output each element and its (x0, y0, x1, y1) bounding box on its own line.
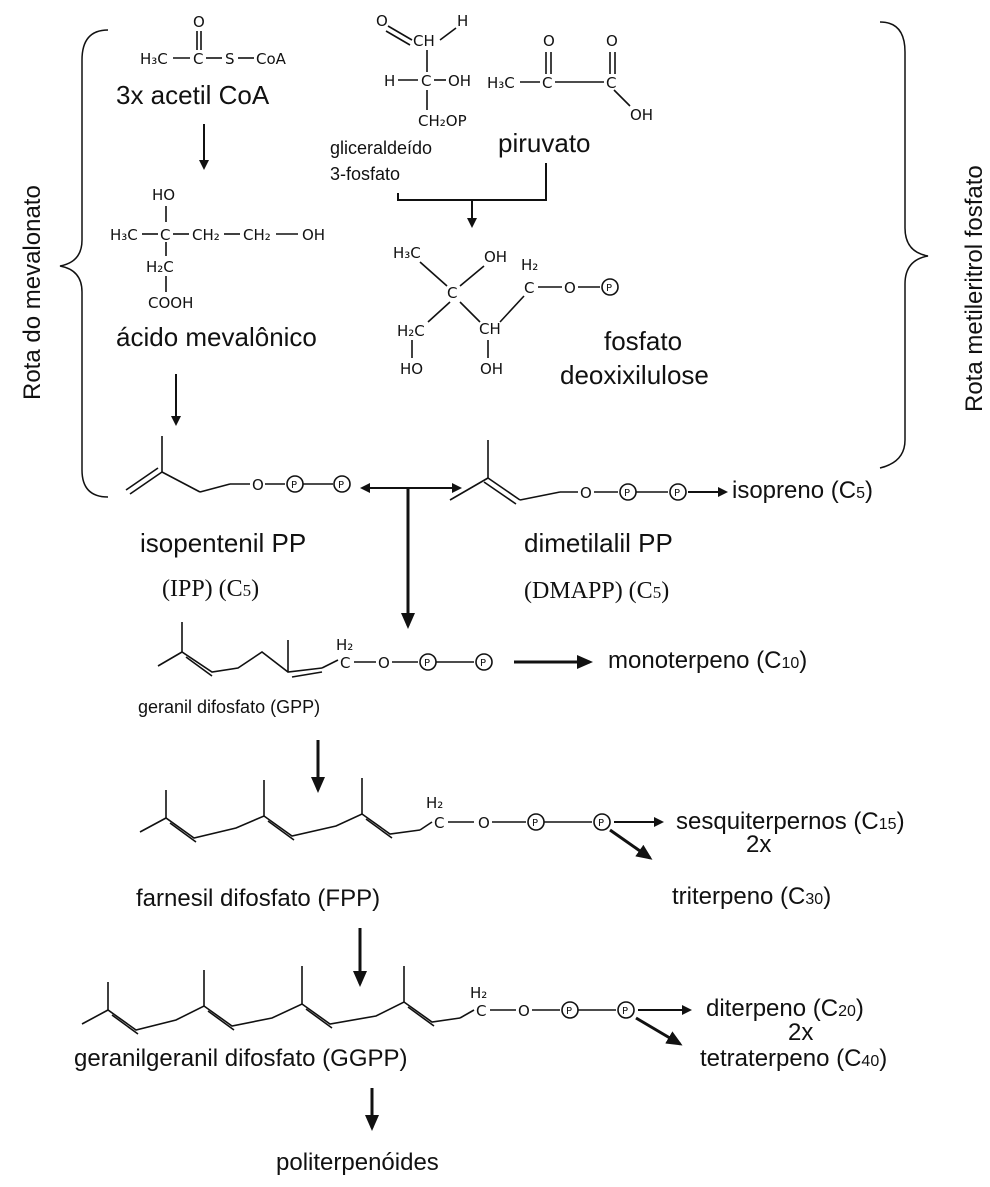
mevalonic-acid-label: ácido mevalônico (116, 322, 317, 352)
svg-text:H: H (457, 12, 468, 30)
sesquiterpene-label: sesquiterpernos (C15) (676, 808, 905, 835)
svg-text:P: P (624, 488, 630, 499)
svg-text:O: O (252, 476, 264, 494)
two-x-label-2: 2x (788, 1019, 813, 1046)
svg-text:HO: HO (400, 360, 423, 378)
svg-text:O: O (543, 32, 555, 50)
two-x-label-1: 2x (746, 831, 771, 858)
svg-text:P: P (606, 283, 612, 294)
mevalonic-acid-structure: HO H₃C C CH₂ CH₂ OH H₂C COOH (110, 186, 325, 312)
svg-text:P: P (566, 1006, 572, 1017)
svg-text:O: O (564, 279, 576, 297)
svg-text:P: P (291, 480, 297, 491)
svg-text:H₃C: H₃C (393, 244, 421, 262)
svg-text:C: C (542, 74, 552, 92)
svg-text:P: P (674, 488, 680, 499)
svg-text:O: O (478, 814, 490, 832)
svg-text:H₃C: H₃C (110, 226, 138, 244)
ggpp-label: geranilgeranil difosfato (GGPP) (74, 1045, 408, 1072)
acetyl-coa-label: 3x acetil CoA (116, 80, 270, 110)
pyruvate-structure: O O H₃C C C OH (487, 32, 653, 124)
svg-text:P: P (424, 658, 430, 669)
isoprene-label: isopreno (C5) (732, 477, 873, 504)
svg-text:C: C (421, 72, 431, 90)
gpp-label: geranil difosfato (GPP) (138, 697, 320, 717)
svg-text:O: O (193, 13, 205, 31)
ipp-structure: O P P (125, 436, 351, 495)
svg-text:CH₂OP: CH₂OP (418, 112, 467, 130)
dxp-label-line2: deoxixilulose (560, 360, 709, 390)
svg-text:C: C (340, 654, 350, 672)
ggpp-structure: H₂ C O P P (81, 966, 692, 1046)
svg-text:P: P (480, 658, 486, 669)
dmapp-abbr: (DMAPP) (C5) (524, 578, 669, 604)
left-brace (59, 29, 109, 498)
politerpenoides-label: politerpenóides (276, 1149, 439, 1176)
glyceraldehyde-label-line1: gliceraldeído (330, 138, 432, 158)
right-side-label: Rota metileritrol fosfato (961, 165, 988, 412)
pyruvate-label: piruvato (498, 128, 591, 158)
svg-text:H₂: H₂ (336, 636, 353, 654)
dxp-structure: H₃C OH C H₂C HO CH OH H₂ C O P (393, 244, 619, 378)
left-side-label: Rota do mevalonato (19, 185, 46, 400)
svg-text:CH₂: CH₂ (243, 226, 271, 244)
svg-text:P: P (622, 1006, 628, 1017)
glyceraldehyde-label-line2: 3-fosfato (330, 164, 400, 184)
ipp-dmapp-isomerization-arrow (360, 483, 462, 629)
svg-text:P: P (532, 818, 538, 829)
dmapp-label: dimetilalil PP (524, 528, 673, 558)
monoterpene-label: monoterpeno (C10) (608, 647, 807, 674)
glyceraldehyde-structure: O CH H H C OH CH₂OP (376, 12, 471, 130)
tetraterpene-label: tetraterpeno (C40) (700, 1045, 887, 1072)
svg-text:H₂C: H₂C (146, 258, 174, 276)
svg-text:O: O (376, 12, 388, 30)
svg-text:O: O (378, 654, 390, 672)
svg-text:H₃C: H₃C (487, 74, 515, 92)
svg-text:OH: OH (480, 360, 503, 378)
svg-text:P: P (598, 818, 604, 829)
svg-text:C: C (193, 50, 203, 68)
fpp-label: farnesil difosfato (FPP) (136, 885, 380, 912)
svg-text:CH₂: CH₂ (192, 226, 220, 244)
acetyl-coa-structure: O H₃C C S CoA (140, 13, 287, 68)
svg-text:S: S (225, 50, 235, 68)
svg-text:P: P (338, 480, 344, 491)
svg-text:OH: OH (484, 248, 507, 266)
gpp-structure: H₂ C O P P (157, 622, 593, 678)
right-brace (879, 21, 929, 469)
svg-text:O: O (606, 32, 618, 50)
fpp-structure: H₂ C O P P (139, 778, 664, 860)
ipp-label: isopentenil PP (140, 528, 306, 558)
arrow-g3p-pyruvate-to-dxp (397, 163, 547, 228)
dxp-label-line1: fosfato (604, 326, 682, 356)
svg-text:OH: OH (302, 226, 325, 244)
svg-text:C: C (524, 279, 534, 297)
svg-text:CH: CH (413, 32, 435, 50)
svg-text:H: H (384, 72, 395, 90)
svg-text:C: C (447, 284, 457, 302)
svg-text:C: C (434, 814, 444, 832)
svg-text:COOH: COOH (148, 294, 193, 312)
svg-text:OH: OH (448, 72, 471, 90)
svg-text:CH: CH (479, 320, 501, 338)
triterpene-label: triterpeno (C30) (672, 883, 831, 910)
svg-text:OH: OH (630, 106, 653, 124)
svg-text:H₂: H₂ (521, 256, 538, 274)
svg-text:H₂: H₂ (426, 794, 443, 812)
svg-text:O: O (518, 1002, 530, 1020)
svg-text:H₃C: H₃C (140, 50, 168, 68)
dmapp-structure: O P P (449, 440, 728, 505)
svg-text:O: O (580, 484, 592, 502)
svg-text:CoA: CoA (256, 50, 287, 68)
svg-text:HO: HO (152, 186, 175, 204)
svg-text:C: C (476, 1002, 486, 1020)
diterpene-label: diterpeno (C20) (706, 995, 864, 1022)
svg-text:C: C (606, 74, 616, 92)
svg-text:H₂C: H₂C (397, 322, 425, 340)
svg-text:C: C (160, 226, 170, 244)
svg-text:H₂: H₂ (470, 984, 487, 1002)
ipp-abbr: (IPP) (C5) (162, 576, 259, 602)
